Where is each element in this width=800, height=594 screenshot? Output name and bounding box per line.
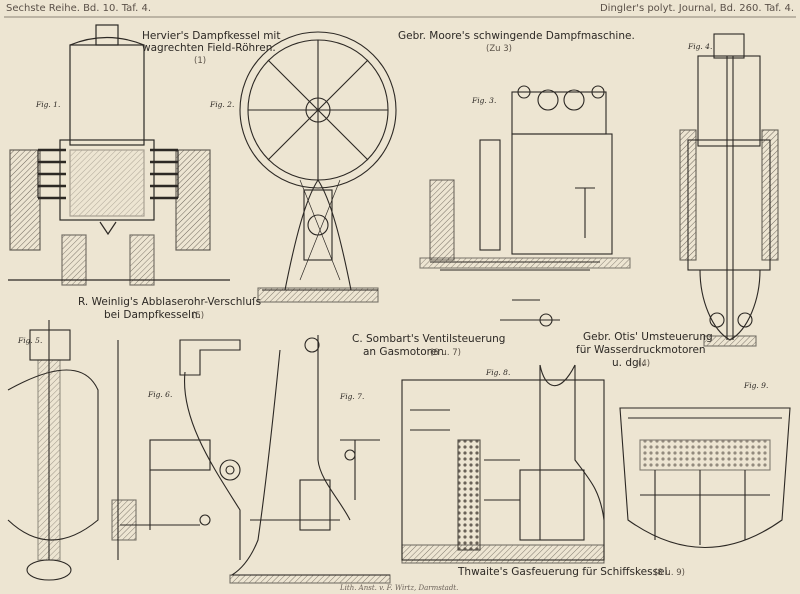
figure-label-7: Fig. 7. xyxy=(340,392,365,401)
caption-otis-ref: (4) xyxy=(638,359,651,369)
caption-sombart-line1: C. Sombart's Ventilsteuerung xyxy=(352,333,506,345)
caption-otis-line2: für Wasserdruckmotoren xyxy=(576,344,706,356)
fig1-boiler-drawing xyxy=(8,24,230,286)
caption-sombart-line2: an Gasmotoren. xyxy=(363,346,448,358)
fig8-furnace-drawing xyxy=(401,364,605,564)
figure-label-1: Fig. 1. xyxy=(36,100,61,109)
figure-label-9: Fig. 9. xyxy=(744,381,769,390)
caption-moore-title: Gebr. Moore's schwingende Dampfmaschine. xyxy=(398,30,635,42)
fig4-valve-section-drawing xyxy=(679,33,779,347)
fig3-engine-section-drawing xyxy=(419,85,631,327)
fig6-valve-gear-drawing xyxy=(111,339,241,560)
fig5-blowoff-drawing xyxy=(7,320,99,581)
figure-label-8: Fig. 8. xyxy=(486,368,511,377)
caption-hervier-line2: wagrechten Field-Röhren. xyxy=(142,42,276,54)
caption-thwaite-title: Thwaite's Gasfeuerung für Schiffskessel. xyxy=(458,566,671,578)
caption-hervier-ref: (1) xyxy=(194,56,207,66)
fig7-column-drawing xyxy=(229,335,391,584)
figure-label-5: Fig. 5. xyxy=(18,336,43,345)
figure-label-6: Fig. 6. xyxy=(148,390,173,399)
caption-weinlig-line2: bei Dampfkesseln. xyxy=(104,309,201,321)
figure-label-3: Fig. 3. xyxy=(472,96,497,105)
figure-label-2: Fig. 2. xyxy=(210,100,235,109)
caption-weinlig-ref: (5) xyxy=(192,311,205,321)
lithographer-credit: Lith. Anst. v. F. Wirtz, Darmstadt. xyxy=(340,584,459,592)
caption-sombart-ref: (6 u. 7) xyxy=(430,348,461,358)
journal-header: Dingler's polyt. Journal, Bd. 260. Taf. … xyxy=(599,3,794,14)
caption-otis-line1: Gebr. Otis' Umsteuerung xyxy=(583,331,713,343)
fig9-ship-boiler-drawing xyxy=(619,407,791,549)
caption-otis-line3: u. dgl. xyxy=(612,357,645,369)
plate-series-header: Sechste Reihe. Bd. 10. Taf. 4. xyxy=(6,3,151,14)
figure-label-4: Fig. 4. xyxy=(688,42,713,51)
fig2-flywheel-drawing xyxy=(239,31,397,303)
caption-weinlig-line1: R. Weinlig's Abblaserohr-Verschluſs xyxy=(78,296,262,308)
caption-thwaite-ref: (8 u. 9) xyxy=(654,568,685,578)
caption-moore-ref: (Zu 3) xyxy=(486,44,512,54)
caption-hervier-line1: Hervier's Dampfkessel mit xyxy=(142,30,281,42)
